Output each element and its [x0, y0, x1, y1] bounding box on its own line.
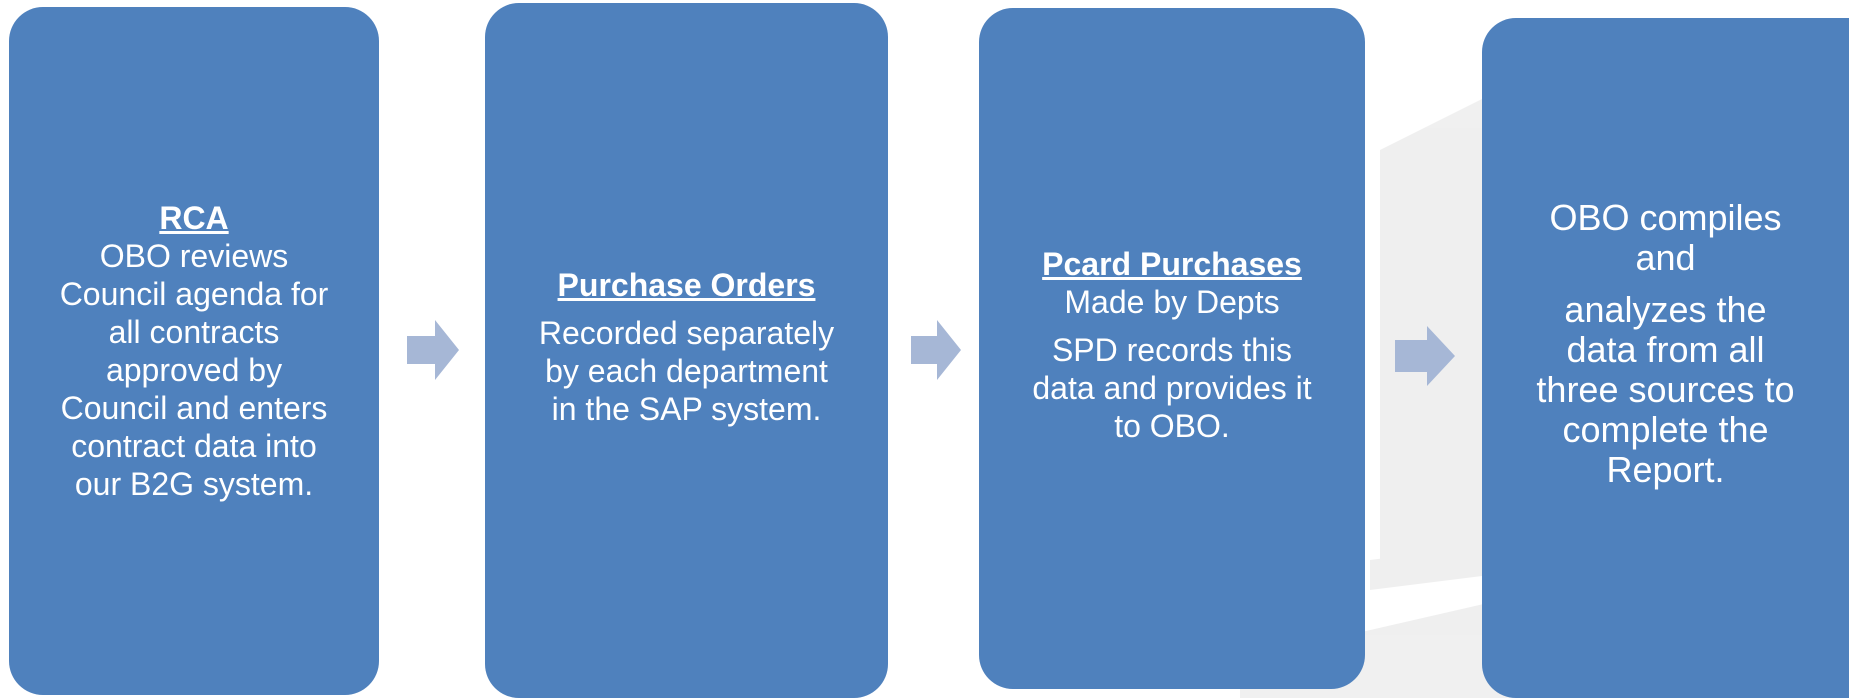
- step-compile-line: Report.: [1606, 449, 1725, 490]
- step-purchase-orders-line: by each department: [545, 353, 828, 389]
- step-purchase-orders-title: Purchase Orders: [557, 267, 816, 303]
- arrow-right-icon: [407, 320, 459, 380]
- step-compile-report-box: OBO compiles and analyzes the data from …: [1482, 18, 1849, 698]
- step-compile-line: OBO compiles: [1549, 197, 1782, 238]
- step-purchase-orders-line: Recorded separately: [538, 315, 835, 351]
- step-rca-line: contract data into: [71, 428, 317, 464]
- step-compile-line: complete the: [1562, 409, 1769, 450]
- step-pcard-purchases-subtitle: Made by Depts: [1064, 284, 1280, 320]
- step-compile-line: data from all: [1566, 329, 1765, 370]
- step-purchase-orders-box: Purchase Orders Recorded separately by e…: [485, 3, 888, 698]
- step-rca-line: our B2G system.: [74, 466, 314, 502]
- step-rca-line: all contracts: [108, 314, 280, 350]
- step-compile-line: three sources to: [1536, 369, 1795, 410]
- step-rca-line: Council and enters: [60, 390, 328, 426]
- step-rca-line: OBO reviews: [99, 238, 289, 274]
- arrow-right-icon: [1395, 326, 1455, 386]
- step-compile-line: and: [1635, 237, 1696, 278]
- step-pcard-purchases-line: to OBO.: [1114, 408, 1230, 444]
- step-rca-line: approved by: [105, 352, 283, 388]
- step-pcard-purchases-title: Pcard Purchases: [1042, 246, 1302, 282]
- step-compile-line: analyzes the: [1564, 289, 1767, 330]
- arrow-right-icon: [911, 320, 961, 380]
- step-pcard-purchases-box: Pcard Purchases Made by Depts SPD record…: [979, 8, 1365, 689]
- step-pcard-purchases-line: data and provides it: [1032, 370, 1312, 406]
- step-rca-title: RCA: [159, 200, 229, 236]
- step-pcard-purchases-line: SPD records this: [1051, 332, 1293, 368]
- step-purchase-orders-line: in the SAP system.: [551, 391, 822, 427]
- step-rca-line: Council agenda for: [59, 276, 329, 312]
- step-rca-box: RCA OBO reviews Council agenda for all c…: [9, 7, 379, 695]
